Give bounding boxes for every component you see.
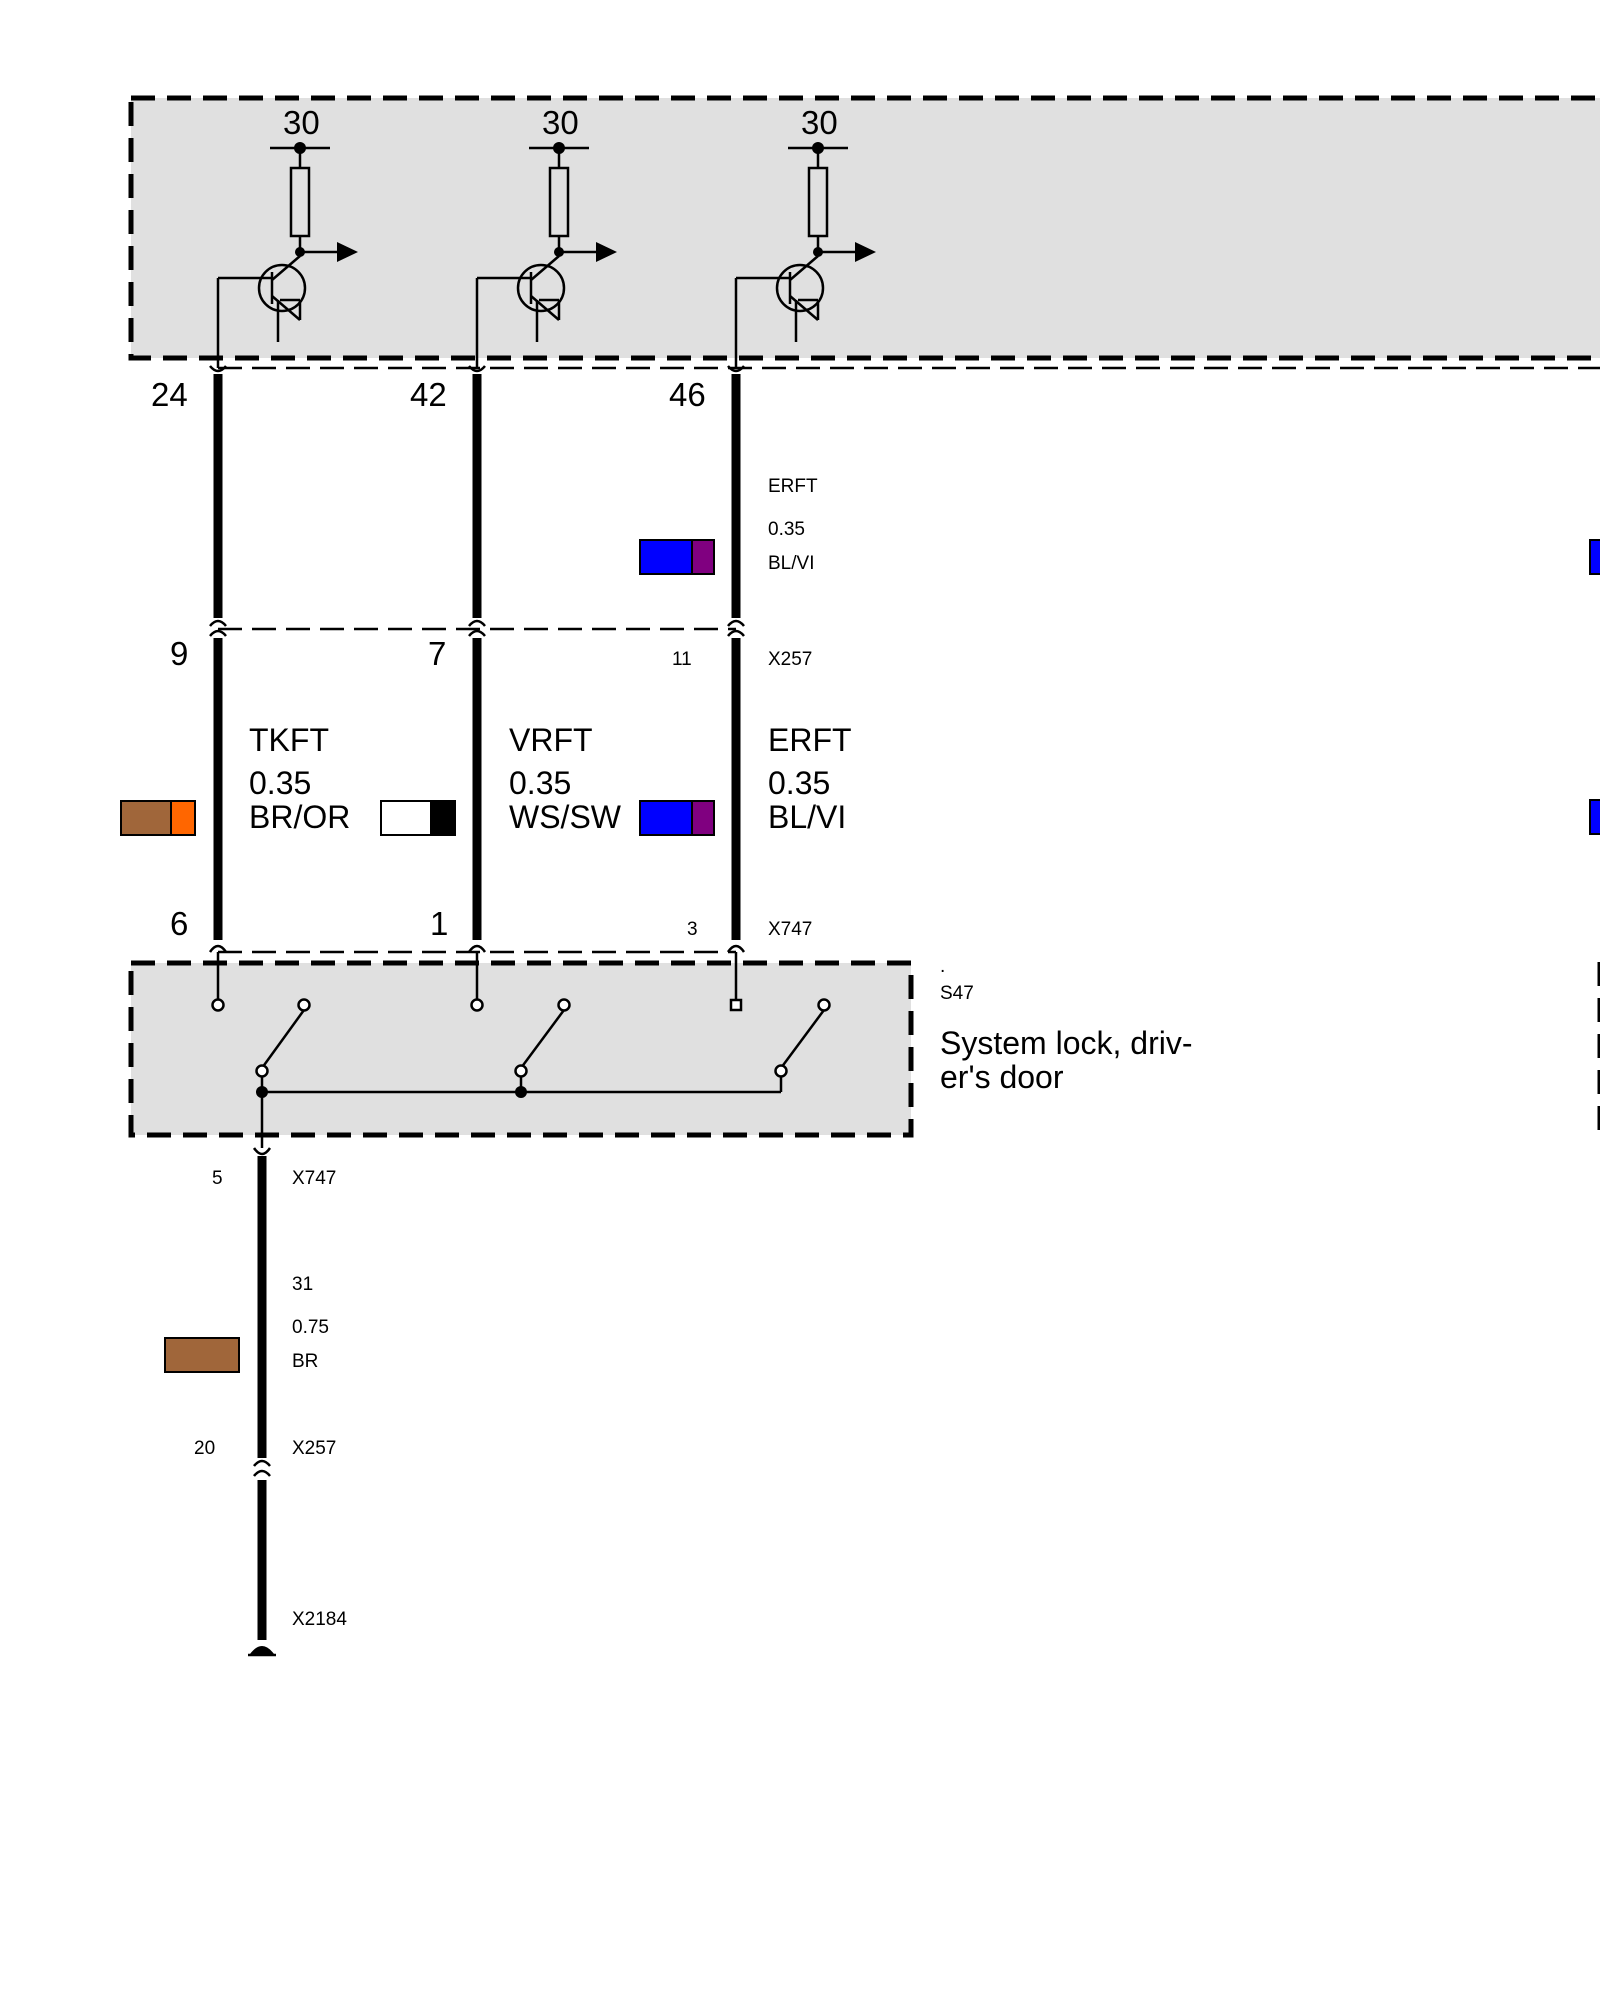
wire-label-erft: ERFT 0.35 BL/VI [639,722,852,836]
wire-color-code: BR/OR [249,799,350,835]
x257-pin: 9 [170,635,188,672]
ground-wire-gauge: 0.75 [292,1317,329,1338]
supply-label: 30 [801,104,838,141]
wire-gauge: 0.35 [249,765,311,801]
wire-gauge: 0.35 [768,765,830,801]
switch-contact-3 [729,952,831,1092]
color-swatch-violet [691,800,715,836]
color-swatch-brown [164,1337,240,1373]
switch-contact-2 [470,952,571,1092]
wire-code: VRFT [509,722,593,758]
output-arrow-icon [855,242,876,262]
connector-label-x2184: X2184 [292,1609,347,1630]
transistor-icon [516,263,566,313]
switch-contact-1 [211,952,311,1092]
connector-label-x747: X747 [768,919,812,940]
driver-stage-1: 30 [216,104,358,368]
connector-label-x747-lower: X747 [292,1168,336,1189]
ground-icon [250,1646,274,1654]
supply-label: 30 [283,104,320,141]
wire-label-tkft: TKFT 0.35 BR/OR [120,722,350,836]
x747-pin: 1 [430,905,448,942]
wire-code: ERFT [768,476,818,497]
wire-gauge: 0.35 [768,519,805,540]
switch-name-line1: System lock, driv- [940,1025,1192,1061]
color-swatch-violet [691,539,715,575]
ground-wire-code: 31 [292,1274,313,1295]
color-swatch-edge [1589,539,1600,575]
wire-color-code: BL/VI [768,553,814,574]
transistor-icon [257,263,307,313]
upper-erft-label: ERFT 0.35 BL/VI [639,476,818,575]
x257-pin: 7 [428,635,446,672]
cu-pin-label: 42 [410,376,447,413]
wire-code: TKFT [249,722,329,758]
wire-label-vrft: VRFT 0.35 WS/SW [380,722,622,836]
color-swatch-black [430,800,456,836]
cu-pin-label: 24 [151,376,188,413]
connector-label-x257: X257 [768,649,812,670]
wire-vrft [467,365,487,953]
ground-wire [248,1147,276,1657]
x747-pin: 6 [170,905,188,942]
output-arrow-icon [596,242,617,262]
wire-tkft [208,365,228,953]
ground-wire-color-code: BR [292,1351,318,1372]
color-swatch-white [380,800,432,836]
x257-pin: 11 [672,649,692,670]
switch-s47 [128,952,914,1148]
color-swatch-orange [170,800,196,836]
ground-x257-pin: 20 [194,1438,215,1459]
wire-color-code: WS/SW [509,799,622,835]
switch-id: S47 [940,983,974,1004]
switch-name-line2: er's door [940,1059,1064,1095]
driver-stage-3: 30 [734,104,876,368]
cu-pin-label: 46 [669,376,706,413]
color-swatch-blue [639,800,693,836]
color-swatch-blue [639,539,693,575]
wire-code: ERFT [768,722,852,758]
supply-label: 30 [542,104,579,141]
output-arrow-icon [337,242,358,262]
color-swatch-brown [120,800,172,836]
wire-gauge: 0.35 [509,765,571,801]
x747-pin: 3 [687,919,698,940]
control-unit [128,95,1600,370]
switch-dot: . [940,956,945,977]
transistor-icon [775,263,825,313]
ground-x747-pin: 5 [212,1168,223,1189]
color-swatch-edge [1589,799,1600,835]
wire-erft [726,365,746,953]
wire-color-code: BL/VI [768,799,846,835]
control-unit-box [128,95,1600,361]
driver-stage-2: 30 [475,104,617,368]
connector-label-x257-lower: X257 [292,1438,336,1459]
